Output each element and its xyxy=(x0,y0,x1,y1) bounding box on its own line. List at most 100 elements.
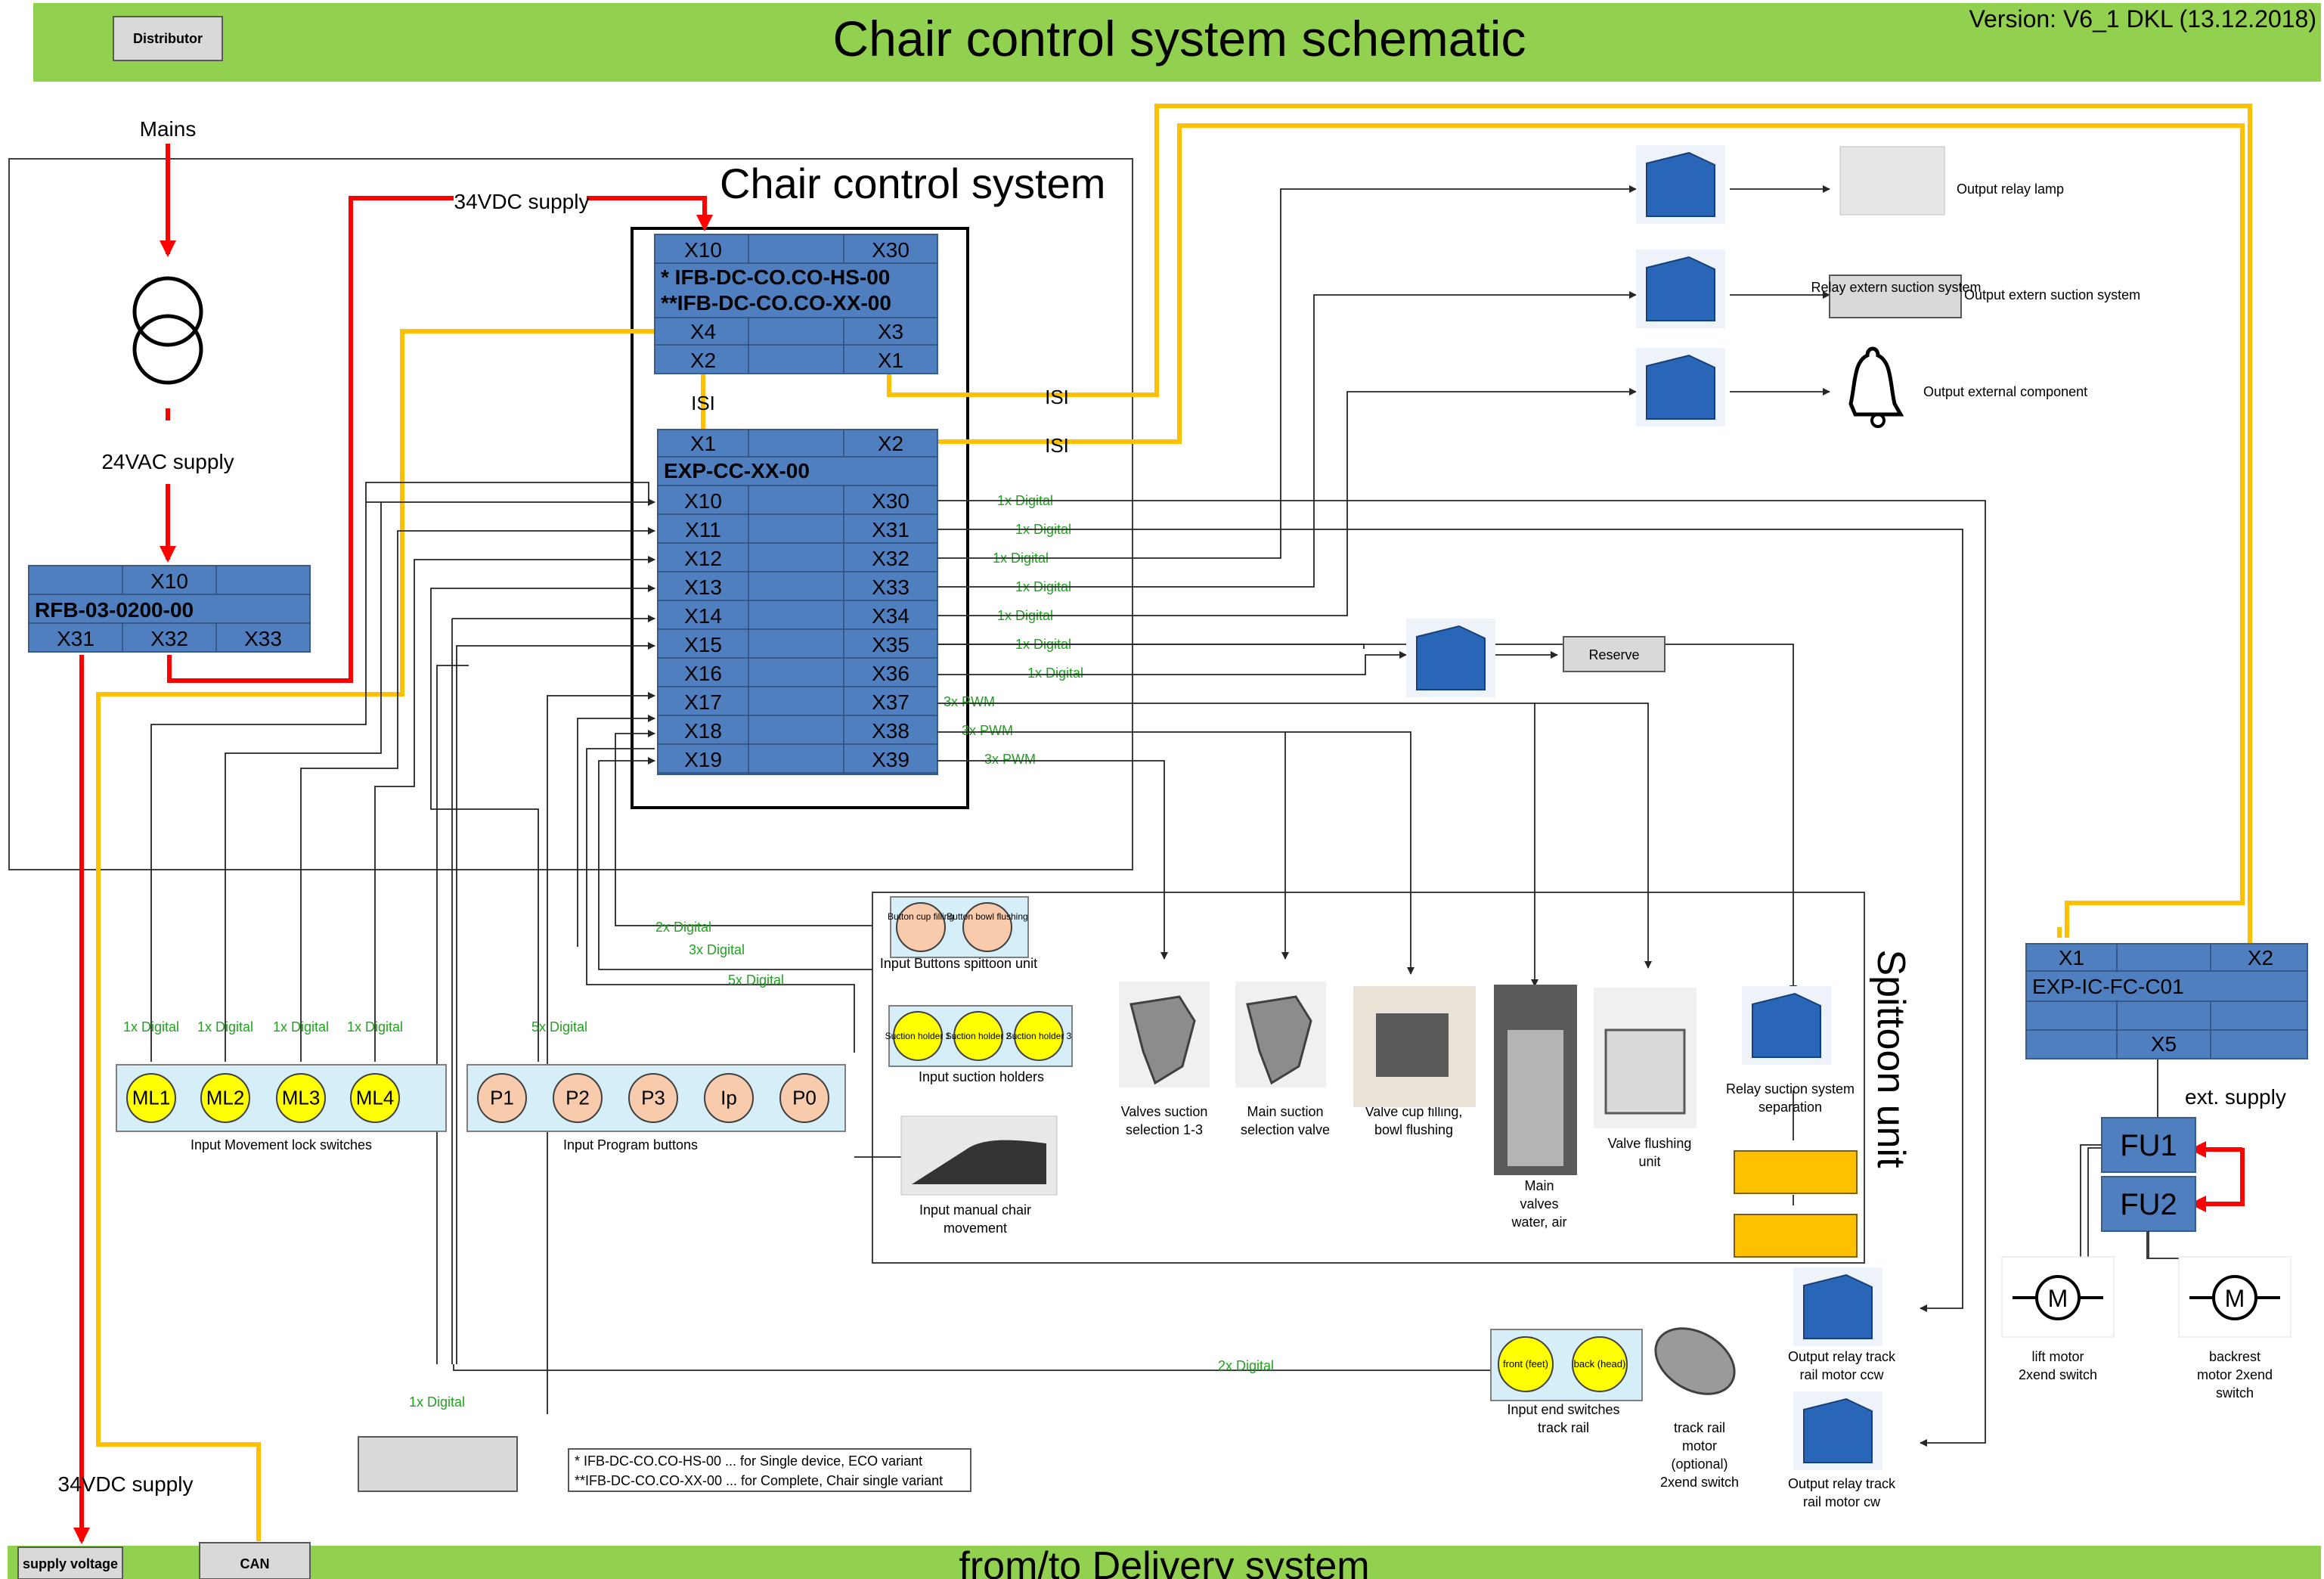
main-suction-valve-icon xyxy=(1235,982,1326,1087)
supply-voltage-label: supply voltage xyxy=(23,1556,118,1571)
spittoon-button-label: Button bowl flushing xyxy=(947,911,1027,922)
relay-icon xyxy=(1793,1267,1882,1346)
relay-icon xyxy=(1742,986,1831,1065)
ifb-block: X10 X30 * IFB-DC-CO.CO-HS-00 **IFB-DC-CO… xyxy=(654,234,938,374)
vac24-label: 24VAC supply xyxy=(101,450,234,473)
mains-label: Mains xyxy=(140,117,197,141)
transformer-icon xyxy=(132,276,203,347)
spittoon-frame xyxy=(872,892,1865,1264)
peripheral-signal-label: 1x Digital xyxy=(197,1019,253,1035)
peripheral-signal-label: 1x Digital xyxy=(273,1019,329,1035)
movement-lock-switch xyxy=(200,1073,250,1123)
exp-port-right: X38 xyxy=(872,719,909,743)
suction-holder-button xyxy=(953,1011,1003,1061)
exp-port-left: X16 xyxy=(684,662,722,685)
reserve-label: Reserve xyxy=(1588,647,1639,662)
signal-label: 3x PWM xyxy=(944,694,995,709)
relay-extern-box xyxy=(1829,275,1962,318)
svg-text:X32: X32 xyxy=(150,627,188,650)
movement-lock-switch xyxy=(350,1073,400,1123)
svg-text:X2: X2 xyxy=(690,349,716,372)
version-label: Version: V6_1 DKL (13.12.2018) xyxy=(1969,5,2316,33)
signal-label: 3x PWM xyxy=(962,723,1013,738)
program-button-label: P0 xyxy=(792,1087,816,1109)
exp-port-left: X19 xyxy=(684,748,722,771)
vdc34-label: 34VDC supply xyxy=(454,190,590,213)
relay-extern-label: Relay extern suction system xyxy=(1811,280,1981,295)
peripheral-signal-label: 3x Digital xyxy=(689,942,745,957)
svg-text:**IFB-DC-CO.CO-XX-00: **IFB-DC-CO.CO-XX-00 xyxy=(661,291,891,315)
suction-holders-caption: Input suction holders xyxy=(919,1069,1044,1084)
footer-title: from/to Delivery system xyxy=(959,1544,1369,1579)
exp-port-left: X12 xyxy=(684,547,722,570)
program-button-label: Ip xyxy=(720,1087,737,1109)
distributor-label: Distributor xyxy=(133,31,203,46)
exp-port-left: X13 xyxy=(684,575,722,599)
lamp-icon xyxy=(1839,146,1945,216)
suction-valve-icon xyxy=(1119,982,1210,1087)
svg-text:X1: X1 xyxy=(878,349,903,372)
exp-port-left: X11 xyxy=(685,518,721,541)
can-label: CAN xyxy=(240,1556,270,1571)
svg-text:X4: X4 xyxy=(690,320,716,343)
svg-text:X33: X33 xyxy=(244,627,282,650)
relay-icon xyxy=(1636,348,1725,427)
flushing-valve-icon xyxy=(1594,988,1697,1128)
svg-text:X3: X3 xyxy=(878,320,903,343)
program-caption: Input Program buttons xyxy=(563,1137,698,1152)
movement-lock-switch-label: ML3 xyxy=(282,1087,321,1109)
program-button xyxy=(477,1073,527,1123)
end-switch-label: front (feet) xyxy=(1503,1358,1548,1370)
relay-icon xyxy=(1636,145,1725,224)
svg-text:* IFB-DC-CO.CO-HS-00: * IFB-DC-CO.CO-HS-00 xyxy=(661,265,890,289)
svg-text:X5: X5 xyxy=(2151,1032,2177,1056)
exp-port-left: X10 xyxy=(684,489,722,513)
svg-text:X10: X10 xyxy=(150,569,188,593)
program-button-label: P2 xyxy=(566,1087,590,1109)
suction-holder-button xyxy=(893,1011,943,1061)
output-ext-component-label: Output external component xyxy=(1923,384,2087,399)
peripheral-signal-label: 1x Digital xyxy=(123,1019,179,1035)
spittoon-button xyxy=(896,902,946,952)
rfb-block: X10 RFB-03-0200-00 X31 X32 X33 xyxy=(28,565,311,653)
can-box xyxy=(199,1542,311,1579)
svg-text:EXP-CC-XX-00: EXP-CC-XX-00 xyxy=(664,459,810,482)
peripheral-signal-label: 1x Digital xyxy=(347,1019,403,1035)
svg-text:X10: X10 xyxy=(684,238,722,262)
spittoon-title: Spittoon unit xyxy=(1869,949,1913,1168)
backrest-motor-icon: M xyxy=(2178,1256,2291,1338)
svg-text:EXP-IC-FC-C01: EXP-IC-FC-C01 xyxy=(2032,975,2184,998)
chair-control-frame xyxy=(8,158,1133,870)
expic-block: X1 X2 EXP-IC-FC-C01 X5 xyxy=(2025,943,2308,1059)
program-button-label: P1 xyxy=(490,1087,514,1109)
chair-control-title: Chair control system xyxy=(720,160,1105,207)
movement-lock-switch xyxy=(276,1073,326,1123)
footer-vdc34-label: 34VDC supply xyxy=(58,1472,194,1496)
program-button xyxy=(704,1073,754,1123)
peripheral-signal-label: 2x Digital xyxy=(1218,1358,1274,1373)
controller-frame xyxy=(631,227,969,809)
supply-voltage-box xyxy=(17,1546,123,1579)
suction-holder-button-label: Suction holder 3 xyxy=(1006,1031,1072,1041)
exp-port-right: X34 xyxy=(872,604,909,628)
exp-port-right: X35 xyxy=(872,633,909,656)
exp-port-left: X18 xyxy=(684,719,722,743)
lift-motor-icon: M xyxy=(2001,1256,2115,1338)
distributor-box xyxy=(113,16,223,61)
note-2: **IFB-DC-CO.CO-XX-00 ... for Complete, C… xyxy=(575,1473,943,1488)
svg-text:X1: X1 xyxy=(2059,946,2084,969)
exp-port-left: X14 xyxy=(684,604,722,628)
relay-icon xyxy=(1793,1391,1882,1470)
relay-icon xyxy=(1406,619,1495,697)
